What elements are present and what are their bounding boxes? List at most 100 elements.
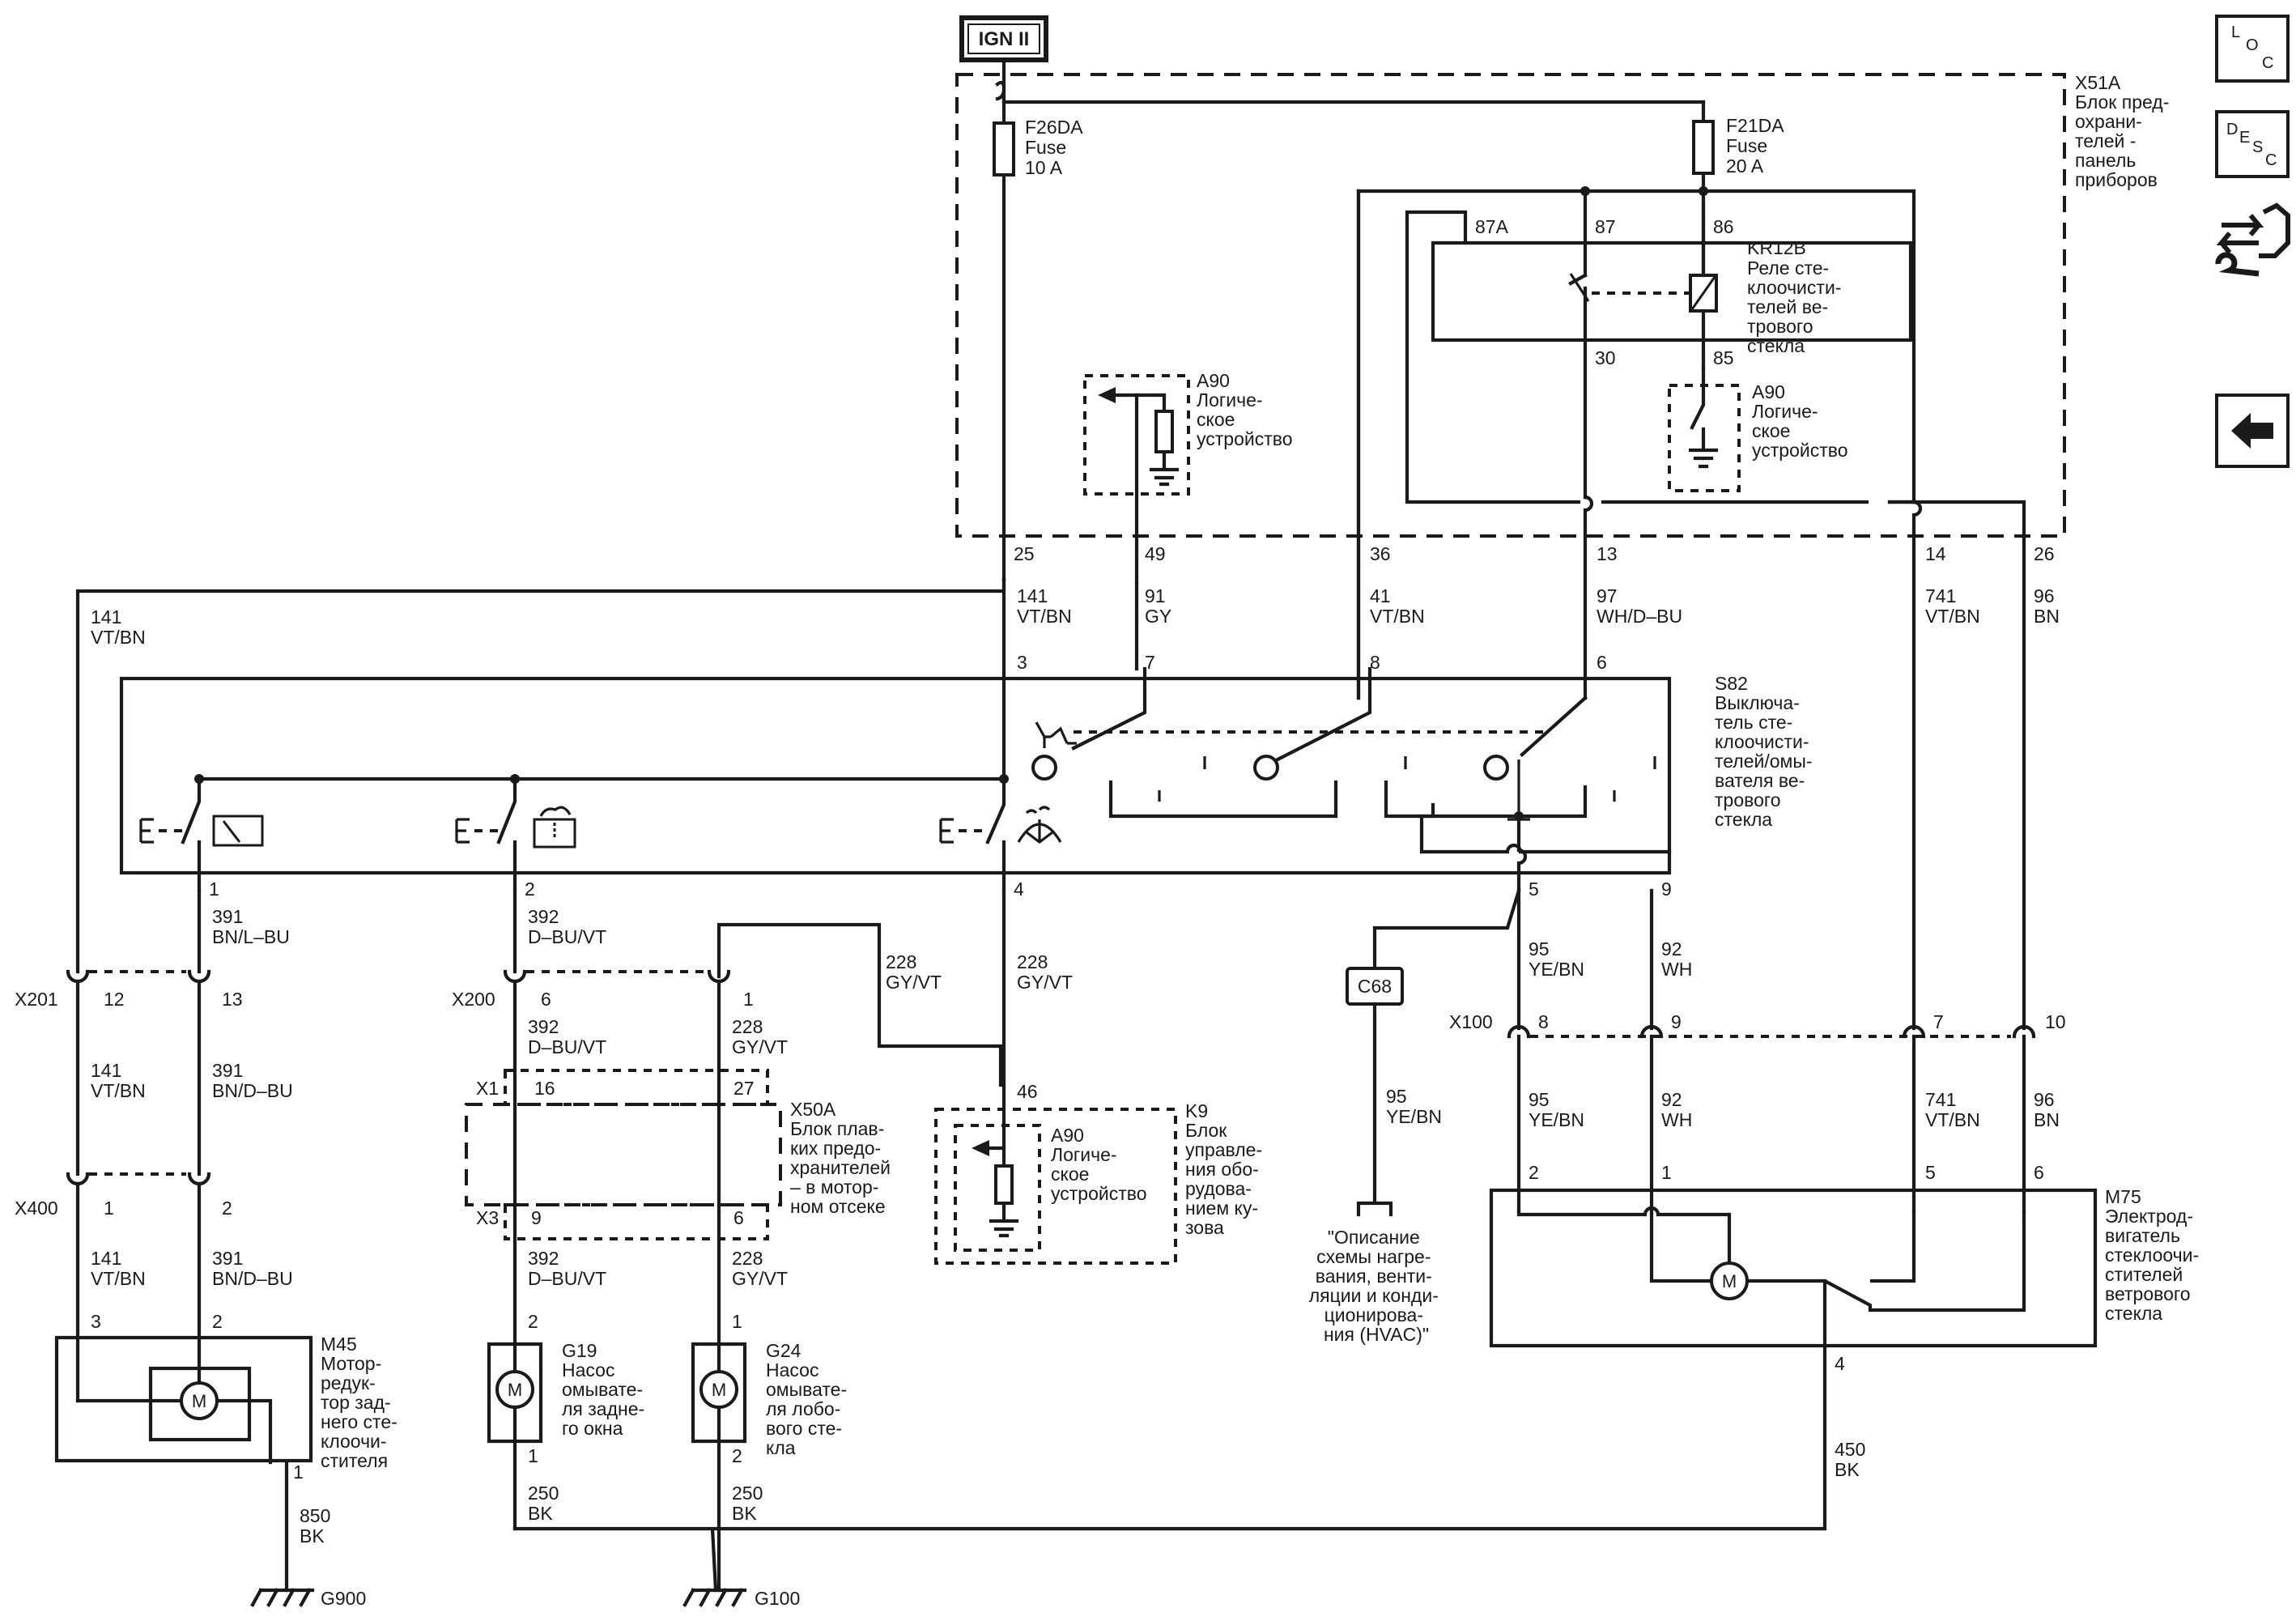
svg-text:8: 8 — [1538, 1011, 1549, 1032]
svg-text:10: 10 — [2045, 1011, 2066, 1032]
svg-text:O: O — [2246, 36, 2259, 54]
description-view-button[interactable]: D E S C — [2215, 110, 2290, 178]
svg-text:5: 5 — [1925, 1162, 1936, 1183]
svg-text:A90 Логиче- ское: A90 Логиче- ское устройство — [1051, 1125, 1147, 1204]
svg-text:1: 1 — [1661, 1162, 1672, 1183]
svg-text:1: 1 — [209, 879, 219, 900]
svg-text:2: 2 — [222, 1198, 232, 1219]
front-washer-icon — [1017, 806, 1062, 844]
svg-text:M75 Электрод- вига: M75 Электрод- вигатель стеклоочи- стител… — [2105, 1186, 2205, 1324]
svg-text:1: 1 — [104, 1198, 114, 1219]
svg-text:36: 36 — [1370, 543, 1391, 564]
svg-text:2: 2 — [525, 879, 535, 900]
svg-text:G24 Насос омывате-: G24 Насос омывате- ля лобо- вого сте- кл… — [766, 1340, 852, 1458]
fuse-block-desc: Блок пред- охрани- телей - панель прибор… — [2075, 91, 2175, 190]
svg-text:X200: X200 — [452, 989, 495, 1010]
svg-text:C68: C68 — [1358, 976, 1392, 997]
fuse-f26da-label: F26DA Fuse 10 A — [1025, 117, 1087, 178]
svg-text:M: M — [192, 1391, 206, 1411]
svg-text:4: 4 — [1014, 879, 1024, 900]
switch-s82-label: S82 Выключа- тель сте- клоочисти- телей/… — [1715, 673, 1818, 830]
svg-text:L: L — [2231, 23, 2240, 41]
ign-label: IGN II — [979, 28, 1030, 50]
fuse-f21da — [1692, 120, 1715, 175]
svg-text:M: M — [712, 1380, 726, 1400]
svg-text:3: 3 — [91, 1311, 101, 1332]
svg-text:9: 9 — [1661, 879, 1672, 900]
svg-text:M: M — [508, 1380, 522, 1400]
location-view-button[interactable]: L O C — [2215, 15, 2290, 83]
svg-text:86: 86 — [1713, 216, 1734, 237]
svg-text:C: C — [2265, 151, 2277, 169]
logic-device-a90-left — [1083, 374, 1190, 496]
connector-view-icon[interactable] — [2215, 202, 2290, 277]
switch-s82 — [119, 676, 1672, 875]
svg-text:9: 9 — [531, 1207, 542, 1228]
svg-text:2: 2 — [212, 1311, 223, 1332]
svg-text:87A: 87A — [1475, 216, 1509, 237]
svg-text:M: M — [1722, 1271, 1737, 1291]
rear-washer-icon — [533, 818, 576, 849]
svg-text:9: 9 — [1671, 1011, 1682, 1032]
front-washer-pump-g24: 1 M 2 G24 Насос омывате- ля лобо- вого с… — [691, 1311, 852, 1531]
svg-text:4: 4 — [1835, 1353, 1845, 1374]
connector-x201: X201 12 13 — [15, 969, 243, 1176]
svg-text:46: 46 — [1017, 1081, 1038, 1102]
svg-text:6: 6 — [2034, 1162, 2044, 1183]
svg-text:6: 6 — [1597, 652, 1607, 673]
svg-text:6: 6 — [541, 989, 551, 1010]
svg-text:8: 8 — [1370, 652, 1380, 673]
svg-text:13: 13 — [222, 989, 243, 1010]
svg-text:X3: X3 — [476, 1207, 499, 1228]
svg-text:S: S — [2252, 138, 2263, 156]
fuse-block-outline — [955, 73, 2066, 538]
svg-text:E: E — [2239, 129, 2250, 147]
connector-x400: X400 1 2 — [15, 1172, 232, 1403]
svg-text:13: 13 — [1597, 543, 1618, 564]
svg-text:1: 1 — [528, 1445, 538, 1466]
svg-text:G19 Насос омывате-: G19 Насос омывате- ля задне- го окна — [562, 1340, 650, 1439]
connector-x100: X100 8 9 7 10 — [1449, 1011, 2066, 1214]
svg-text:C: C — [2262, 54, 2273, 72]
fuse-f26da — [993, 121, 1015, 177]
rear-wiper-icon — [212, 815, 264, 847]
svg-text:2: 2 — [528, 1311, 538, 1332]
svg-text:D: D — [2226, 121, 2238, 138]
svg-text:25: 25 — [1014, 543, 1035, 564]
svg-text:"Описание схемы нагре-: "Описание схемы нагре- вания, венти- ляц… — [1309, 1227, 1444, 1345]
svg-text:27: 27 — [733, 1078, 755, 1099]
svg-text:X400: X400 — [15, 1198, 58, 1219]
fuse-block-id: X51A — [2075, 72, 2121, 93]
ground-g900: G900 — [250, 1588, 366, 1609]
back-arrow-icon[interactable] — [2215, 394, 2290, 468]
svg-text:X50A Блок плав- ки: X50A Блок плав- ких предо- хранителей – … — [790, 1099, 895, 1217]
svg-text:G900: G900 — [321, 1588, 366, 1609]
intermittent-icon — [1035, 721, 1077, 748]
svg-text:85: 85 — [1713, 347, 1734, 368]
